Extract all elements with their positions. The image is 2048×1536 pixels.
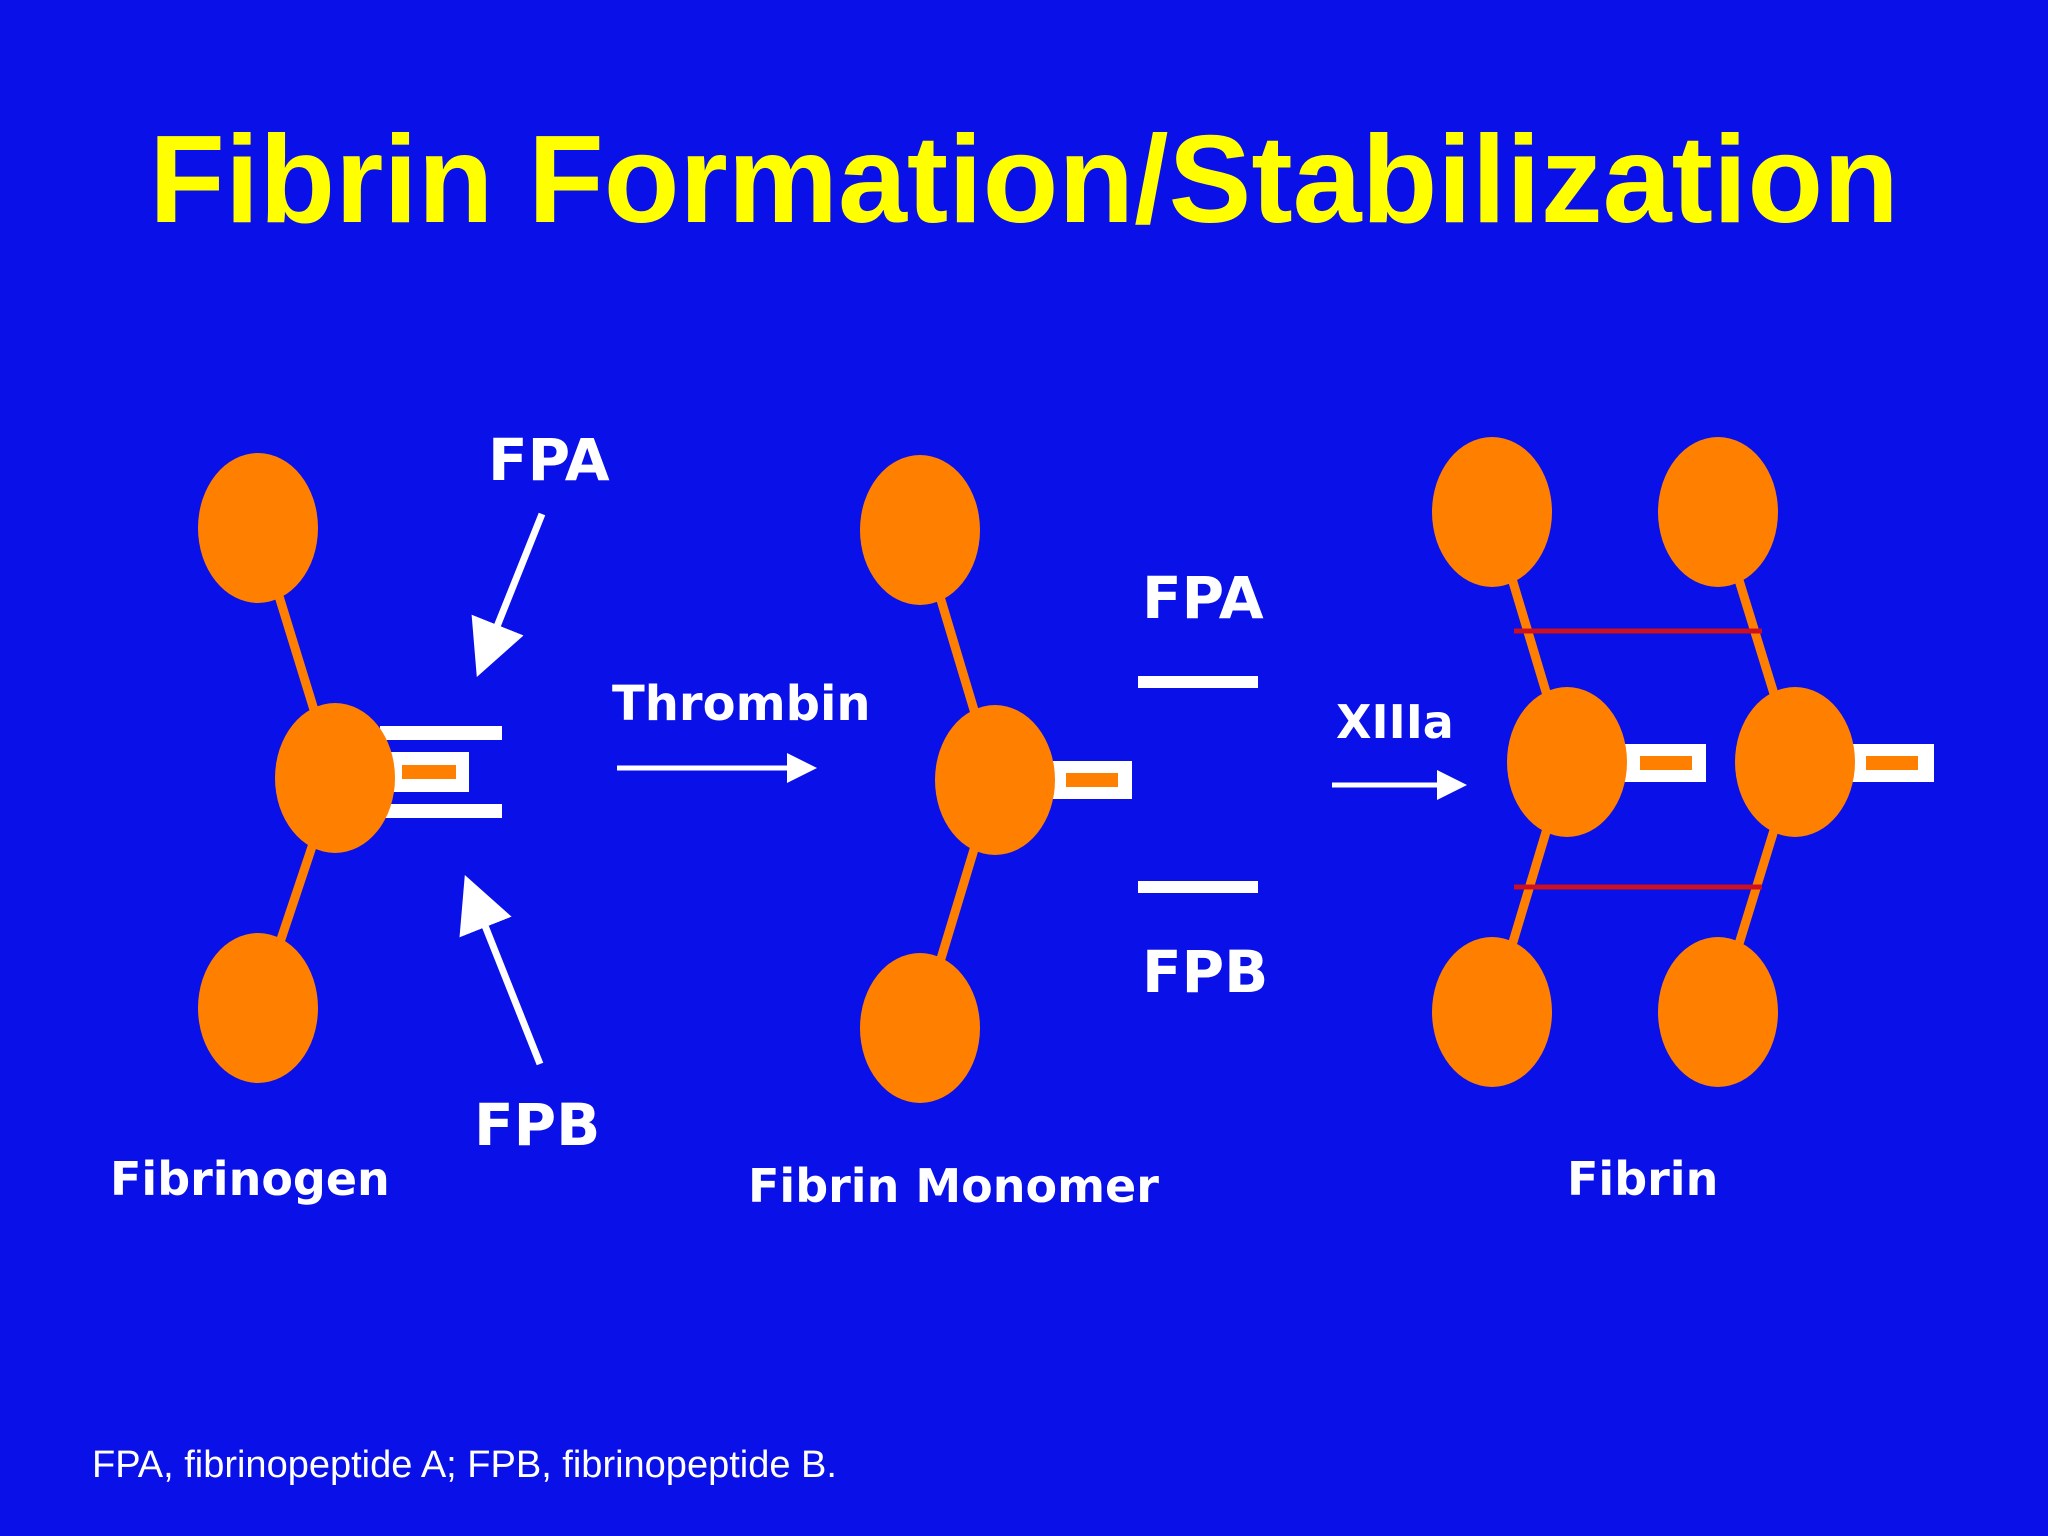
fibrinogen-fpa-label: FPA (488, 426, 610, 494)
footnote: FPA, fibrinopeptide A; FPB, fibrinopepti… (92, 1444, 837, 1486)
released-fpa-label: FPA (1142, 564, 1264, 632)
monomer-d-domain-bottom (860, 953, 980, 1103)
fibrin-left-knob-core (1640, 756, 1692, 770)
fibrinogen-knob-core (402, 765, 456, 779)
released-fpb-label: FPB (1142, 938, 1268, 1006)
fibrin-left-d-top (1432, 437, 1552, 587)
fibrinogen-molecule (198, 453, 502, 1083)
released-fpa-bar (1138, 676, 1258, 688)
slide-title: Fibrin Formation/Stabilization (149, 111, 1899, 249)
fibrin-monomer-label: Fibrin Monomer (748, 1159, 1159, 1213)
fibrin-polymer (1432, 437, 1934, 1087)
fibrinogen-fpa-bar (380, 726, 502, 740)
monomer-e-domain (935, 705, 1055, 855)
fibrinogen-d-domain-top (198, 453, 318, 603)
fibrin-right-e-domain (1735, 687, 1855, 837)
fpa-pointer-arrow (471, 512, 546, 677)
monomer-knob-core (1066, 773, 1118, 787)
fibrinogen-label: Fibrinogen (110, 1152, 390, 1206)
fibrin-label: Fibrin (1567, 1152, 1718, 1206)
fibrin-right-d-top (1658, 437, 1778, 587)
fpb-pointer-arrow (459, 874, 544, 1066)
fibrin-right-d-bottom (1658, 937, 1778, 1087)
fibrin-left-d-bottom (1432, 937, 1552, 1087)
fibrin-right-knob-core (1866, 756, 1918, 770)
fibrinogen-fpb-label: FPB (474, 1091, 600, 1159)
thrombin-label: Thrombin (612, 676, 871, 732)
fibrinogen-d-domain-bottom (198, 933, 318, 1083)
fibrin-monomer-molecule (860, 455, 1132, 1103)
fibrin-left-e-domain (1507, 687, 1627, 837)
fibrinogen-e-domain (275, 703, 395, 853)
fibrinogen-fpb-bar (380, 804, 502, 818)
monomer-d-domain-top (860, 455, 980, 605)
xiiia-label: XIIIa (1336, 695, 1454, 749)
released-fpb-bar (1138, 881, 1258, 893)
